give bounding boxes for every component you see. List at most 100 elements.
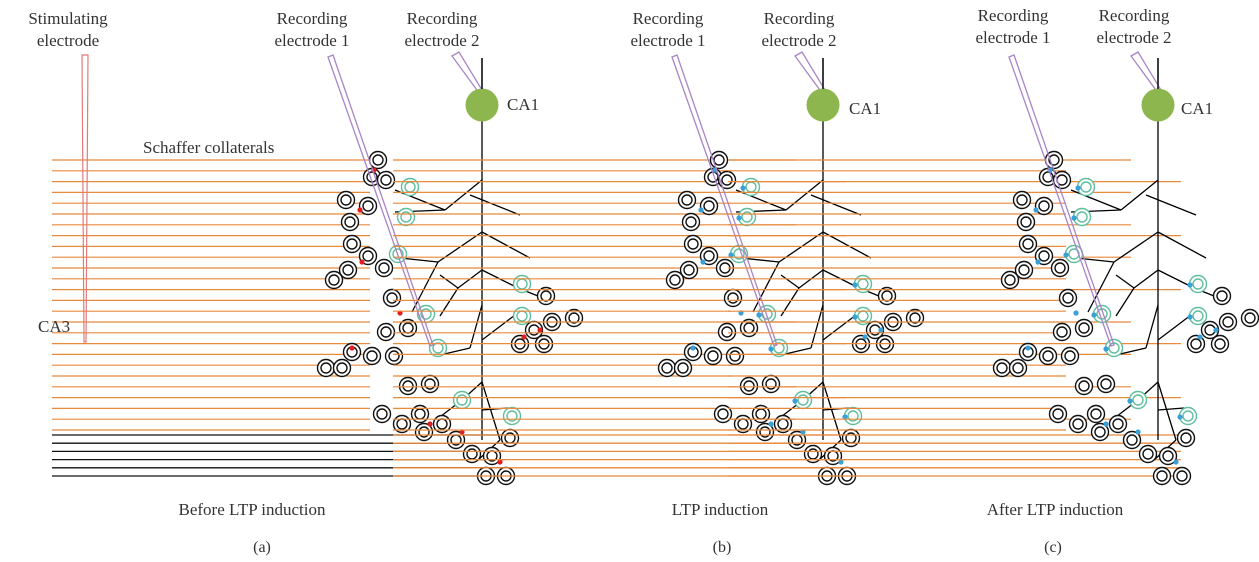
synapse-dot xyxy=(768,421,774,427)
bouton-outer xyxy=(342,234,362,254)
spine-inner xyxy=(1192,310,1204,322)
bouton-inner xyxy=(1112,418,1124,430)
spine-outer xyxy=(512,274,532,294)
bouton-inner xyxy=(1048,154,1060,166)
stim-label-1: Stimulating xyxy=(28,9,108,28)
synapse-dot xyxy=(1035,259,1041,265)
potentiated-synapse-dot xyxy=(842,414,848,420)
rec1-label-2: electrode 1 xyxy=(630,31,705,50)
bouton-outer xyxy=(462,444,482,464)
potentiated-synapse-dot xyxy=(756,312,762,318)
state-label: Before LTP induction xyxy=(179,500,326,519)
bouton-inner xyxy=(1162,450,1174,462)
bouton-inner xyxy=(1094,426,1106,438)
bouton-outer xyxy=(420,374,440,394)
bouton-inner xyxy=(909,312,921,324)
potentiated-synapse-dot xyxy=(1091,312,1097,318)
bouton-outer xyxy=(338,260,358,280)
bouton-outer xyxy=(374,258,394,278)
bouton-outer xyxy=(1158,446,1178,466)
rec1-label-1: Recording xyxy=(633,9,704,28)
rec2-label-1: Recording xyxy=(1099,6,1170,25)
dendrite-branch xyxy=(810,304,824,349)
stim-label-2: electrode xyxy=(37,31,99,50)
dendrite-branch xyxy=(1115,287,1135,317)
dendrite-branch xyxy=(394,189,446,211)
spine-inner xyxy=(1192,278,1204,290)
bouton-inner xyxy=(1020,216,1032,228)
synapse-dot xyxy=(1173,459,1179,465)
bouton-outer xyxy=(372,404,392,424)
bouton-outer xyxy=(992,358,1012,378)
bouton-outer xyxy=(1090,422,1110,442)
bouton-outer xyxy=(1000,270,1020,290)
bouton-inner xyxy=(1222,316,1234,328)
bouton-inner xyxy=(1038,200,1050,212)
synapse-dot xyxy=(1135,429,1141,435)
bouton-outer xyxy=(1074,376,1094,396)
bouton-inner xyxy=(372,154,384,166)
bouton-outer xyxy=(398,376,418,396)
electrodes xyxy=(1008,51,1165,347)
spine-outer xyxy=(502,406,522,426)
spine-outer xyxy=(396,207,416,227)
bouton-inner xyxy=(685,216,697,228)
panel-caption: (b) xyxy=(713,539,732,556)
rec1-label-2: electrode 1 xyxy=(975,28,1050,47)
bouton-inner xyxy=(378,262,390,274)
spine-inner xyxy=(1076,211,1088,223)
bouton-outer xyxy=(683,342,703,362)
dendrite-branch xyxy=(439,274,459,289)
dendrite-branch xyxy=(1157,231,1207,259)
ca1-label: CA1 xyxy=(849,99,881,118)
bouton-inner xyxy=(380,174,392,186)
bouton-inner xyxy=(380,326,392,338)
rec1-label-1: Recording xyxy=(978,6,1049,25)
bouton-outer xyxy=(414,422,434,442)
bouton-inner xyxy=(1062,292,1074,304)
bouton-outer xyxy=(1052,170,1072,190)
bouton-outer xyxy=(1058,288,1078,308)
dendrite-branch xyxy=(469,194,521,216)
rec2-label-2: electrode 2 xyxy=(1096,28,1171,47)
potentiated-synapse-dot xyxy=(1103,346,1109,352)
bouton-outer xyxy=(1008,358,1028,378)
bouton-outer xyxy=(362,346,382,366)
spine-outer xyxy=(400,177,420,197)
recording-electrode-1 xyxy=(1008,54,1115,347)
dendrite-branch xyxy=(1087,261,1115,313)
panel-caption: (c) xyxy=(1044,539,1062,556)
dendrite-branch xyxy=(1157,407,1185,411)
spine-inner xyxy=(1108,342,1120,354)
bouton-outer xyxy=(1038,346,1058,366)
potentiated-synapse-dot xyxy=(1127,398,1133,404)
bouton-outer xyxy=(713,404,733,424)
synapse-dot xyxy=(838,459,844,465)
synapse-dot xyxy=(537,327,543,333)
bouton-inner xyxy=(1214,338,1226,350)
bouton-inner xyxy=(388,350,400,362)
bouton-outer xyxy=(340,212,360,232)
synapse-dot xyxy=(690,345,696,351)
bouton-inner xyxy=(721,174,733,186)
bouton-outer xyxy=(500,428,520,448)
bouton-inner xyxy=(1156,470,1168,482)
spine-outer xyxy=(452,390,472,410)
bouton-outer xyxy=(739,376,759,396)
recording-electrode-1 xyxy=(671,54,778,347)
bouton-outer xyxy=(755,422,775,442)
bouton-inner xyxy=(703,200,715,212)
bouton-outer xyxy=(1018,342,1038,362)
synapse-dot xyxy=(521,334,527,340)
rec2-label-2: electrode 2 xyxy=(404,31,479,50)
dendrite-branch xyxy=(481,381,501,441)
bouton-outer xyxy=(1212,286,1232,306)
dendrite-branch xyxy=(822,381,842,441)
bouton-inner xyxy=(1176,470,1188,482)
bouton-inner xyxy=(1100,378,1112,390)
dendrite-branch xyxy=(1133,269,1159,289)
schaffer-label: Schaffer collaterals xyxy=(143,138,274,157)
bouton-inner xyxy=(320,362,332,374)
bouton-outer xyxy=(1048,404,1068,424)
ca1-soma xyxy=(465,88,499,122)
